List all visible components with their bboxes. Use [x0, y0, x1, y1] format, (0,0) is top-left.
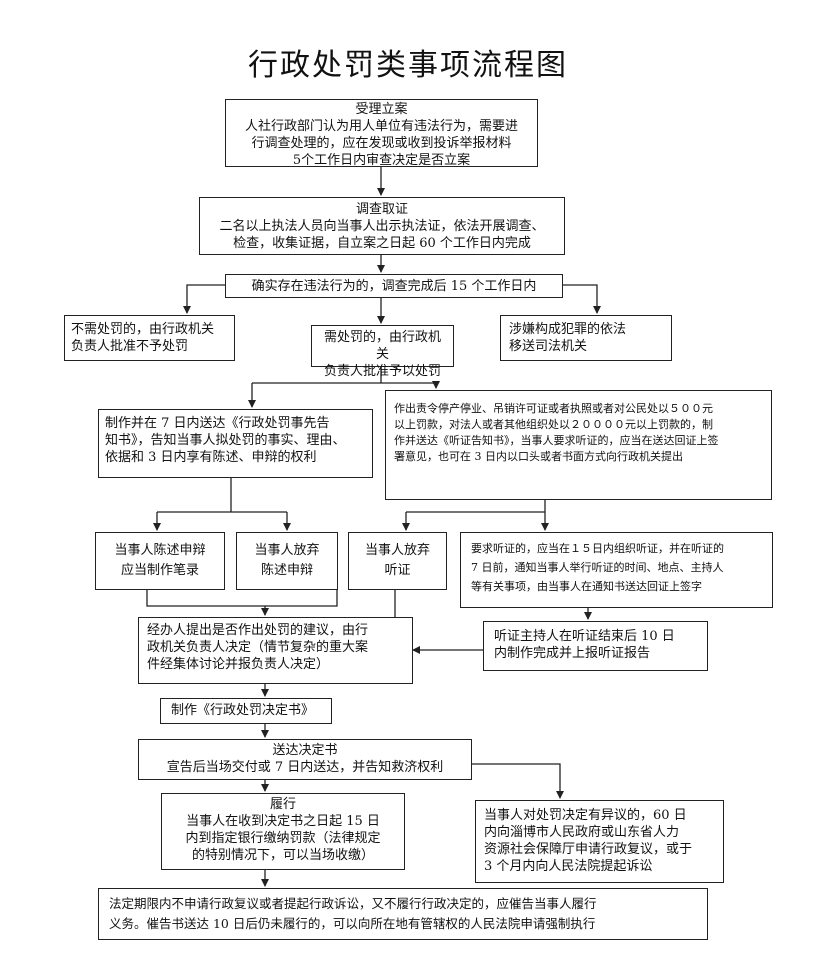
node-confirm: 确实存在违法行为的，调查完成后 15 个工作日内: [225, 274, 563, 298]
node-hearing-notice-line: 署意见，也可在 3 日内以口头或者书面方式向行政机关提出: [394, 450, 683, 463]
node-accept: 受理立案 人社行政部门认为用人单位有违法行为，需要进 行调查处理的，应在发现或收…: [225, 99, 538, 168]
node-enforce-line: 法定期限内不申请行政复议或者提起行政诉讼，又不履行行政决定的，应催告当事人履行: [109, 896, 597, 911]
node-deliver-line: 宣告后当场交付或 7 日内送达，并告知救济权利: [166, 760, 444, 775]
node-accept-line: 5个工作日内审查决定是否立案: [292, 153, 471, 168]
node-confirm-text: 确实存在违法行为的，调查完成后 15 个工作日内: [251, 279, 537, 294]
node-accept-line: 行调查处理的，应在发现或收到投诉举报材料: [251, 136, 512, 151]
node-notice: 制作并在 7 日内送达《行政处罚事先告 知书》，告知当事人拟处罚的事实、理由、 …: [98, 409, 373, 478]
node-make-decision: 制作《行政处罚决定书》: [160, 698, 332, 724]
node-proposal: 经办人提出是否作出处罚的建议，由行 政机关负责人决定（情节复杂的重大案 件经集体…: [138, 617, 413, 684]
node-notice-line: 依据和 3 日内享有陈述、申辩的权利: [105, 450, 317, 465]
node-waive-statement: 当事人放弃 陈述申辩: [236, 532, 338, 590]
node-objection-line: 内向淄博市人民政府或山东省人力: [484, 825, 680, 840]
node-notice-line: 制作并在 7 日内送达《行政处罚事先告: [105, 416, 330, 431]
node-objection-line: 资源社会保障厅申请行政复议，或于: [484, 842, 693, 857]
page-title: 行政处罚类事项流程图: [248, 48, 568, 83]
node-objection-line: 当事人对处罚决定有异议的，60 日: [484, 808, 687, 823]
node-waive-hearing: 当事人放弃 听证: [348, 532, 447, 590]
arrow-to-objection: [472, 763, 564, 799]
node-objection-line: 3 个月内向人民法院提起诉讼: [484, 859, 653, 874]
node-statement-line: 应当制作笔录: [120, 563, 199, 578]
node-hearing-notice: 作出责令停产停业、吊销许可证或者执照或者对公民处以５００元 以上罚款，对法人或者…: [385, 390, 772, 500]
node-perform-heading: 履行: [269, 797, 296, 812]
node-criminal-line: 涉嫌构成犯罪的依法: [509, 322, 627, 337]
node-investigate-heading: 调查取证: [355, 202, 408, 217]
node-notice-line: 知书》，告知当事人拟处罚的事实、理由、: [105, 433, 346, 448]
node-waive-statement-line: 当事人放弃: [254, 543, 320, 558]
node-proposal-line: 经办人提出是否作出处罚的建议，由行: [147, 623, 369, 638]
node-hearing-report: 听证主持人在听证结束后 10 日 内制作完成并上报听证报告: [483, 621, 708, 671]
node-no-penalty: 不需处罚的，由行政机关 负责人批准不予处罚: [64, 315, 235, 361]
node-no-penalty-line: 不需处罚的，由行政机关: [71, 322, 215, 337]
connector-merge: [146, 590, 338, 607]
node-deliver: 送达决定书 宣告后当场交付或 7 日内送达，并告知救济权利: [138, 739, 472, 780]
node-enforce: 法定期限内不申请行政复议或者提起行政诉讼，又不履行行政决定的，应催告当事人履行 …: [98, 888, 708, 940]
node-hearing-request: 要求听证的，应当在１５日内组织听证，并在听证的 7 日前，通知当事人举行听证的时…: [460, 532, 773, 608]
node-accept-heading: 受理立案: [355, 102, 408, 117]
node-criminal-line: 移送司法机关: [509, 339, 588, 354]
node-accept-line: 人社行政部门认为用人单位有违法行为，需要进: [244, 119, 518, 134]
node-hearing-notice-line: 作并送达《听证告知书》，当事人要求听证的，应当在送达回证上签: [394, 434, 719, 447]
node-waive-hearing-line: 当事人放弃: [364, 543, 430, 558]
node-hearing-request-line: 7 日前，通知当事人举行听证的时间、地点、主持人: [471, 561, 724, 574]
node-enforce-line: 义务。催告书送达 10 日后仍未履行的，可以向所在地有管辖权的人民法院申请强制执…: [109, 916, 596, 931]
node-hearing-request-line: 要求听证的，应当在１５日内组织听证，并在听证的: [471, 542, 724, 555]
node-hearing-notice-line: 以上罚款，对法人或者其他组织处以２００００元以上罚款的，制: [394, 418, 713, 431]
node-need-penalty: 需处罚的，由行政机关 负责人批准予以处罚: [311, 325, 454, 379]
node-statement-line: 当事人陈述申辩: [114, 543, 206, 558]
node-no-penalty-line: 负责人批准不予处罚: [71, 339, 189, 354]
node-perform-line: 的特别情况下，可以当场收缴）: [191, 848, 374, 863]
node-hearing-request-line: 等有关事项，由当事人在通知书送达回证上签字: [471, 580, 702, 593]
arrow-confirm-no-penalty: [183, 284, 225, 314]
node-need-penalty-line: 需处罚的，由行政机关: [323, 330, 441, 362]
node-waive-statement-line: 陈述申辩: [260, 563, 313, 578]
node-perform: 履行 当事人在收到决定书之日起 15 日 内到指定银行缴纳罚款（法律规定 的特别…: [161, 793, 405, 870]
node-investigate-line: 检查，收集证据，自立案之日起 60 个工作日内完成: [233, 236, 531, 251]
node-perform-line: 当事人在收到决定书之日起 15 日: [186, 814, 380, 829]
node-deliver-heading: 送达决定书: [272, 743, 338, 758]
node-criminal: 涉嫌构成犯罪的依法 移送司法机关: [500, 315, 672, 361]
node-statement: 当事人陈述申辩 应当制作笔录: [95, 532, 225, 590]
node-investigate-line: 二名以上执法人员向当事人出示执法证，依法开展调查、: [219, 219, 545, 234]
node-perform-line: 内到指定银行缴纳罚款（法律规定: [185, 831, 381, 846]
node-need-penalty-line: 负责人批准予以处罚: [323, 364, 441, 379]
node-waive-hearing-line: 听证: [384, 563, 411, 578]
node-make-decision-text: 制作《行政处罚决定书》: [171, 703, 315, 718]
node-proposal-line: 政机关负责人决定（情节复杂的重大案: [147, 640, 369, 655]
node-objection: 当事人对处罚决定有异议的，60 日 内向淄博市人民政府或山东省人力 资源社会保障…: [475, 800, 724, 883]
arrow-confirm-criminal: [563, 284, 601, 314]
node-hearing-report-line: 内制作完成并上报听证报告: [494, 646, 651, 661]
node-investigate: 调查取证 二名以上执法人员向当事人出示执法证，依法开展调查、 检查，收集证据，自…: [199, 197, 565, 255]
node-hearing-notice-line: 作出责令停产停业、吊销许可证或者执照或者对公民处以５００元: [394, 402, 713, 415]
node-hearing-report-line: 听证主持人在听证结束后 10 日: [494, 629, 675, 644]
node-proposal-line: 件经集体讨论并报负责人决定）: [147, 657, 330, 672]
